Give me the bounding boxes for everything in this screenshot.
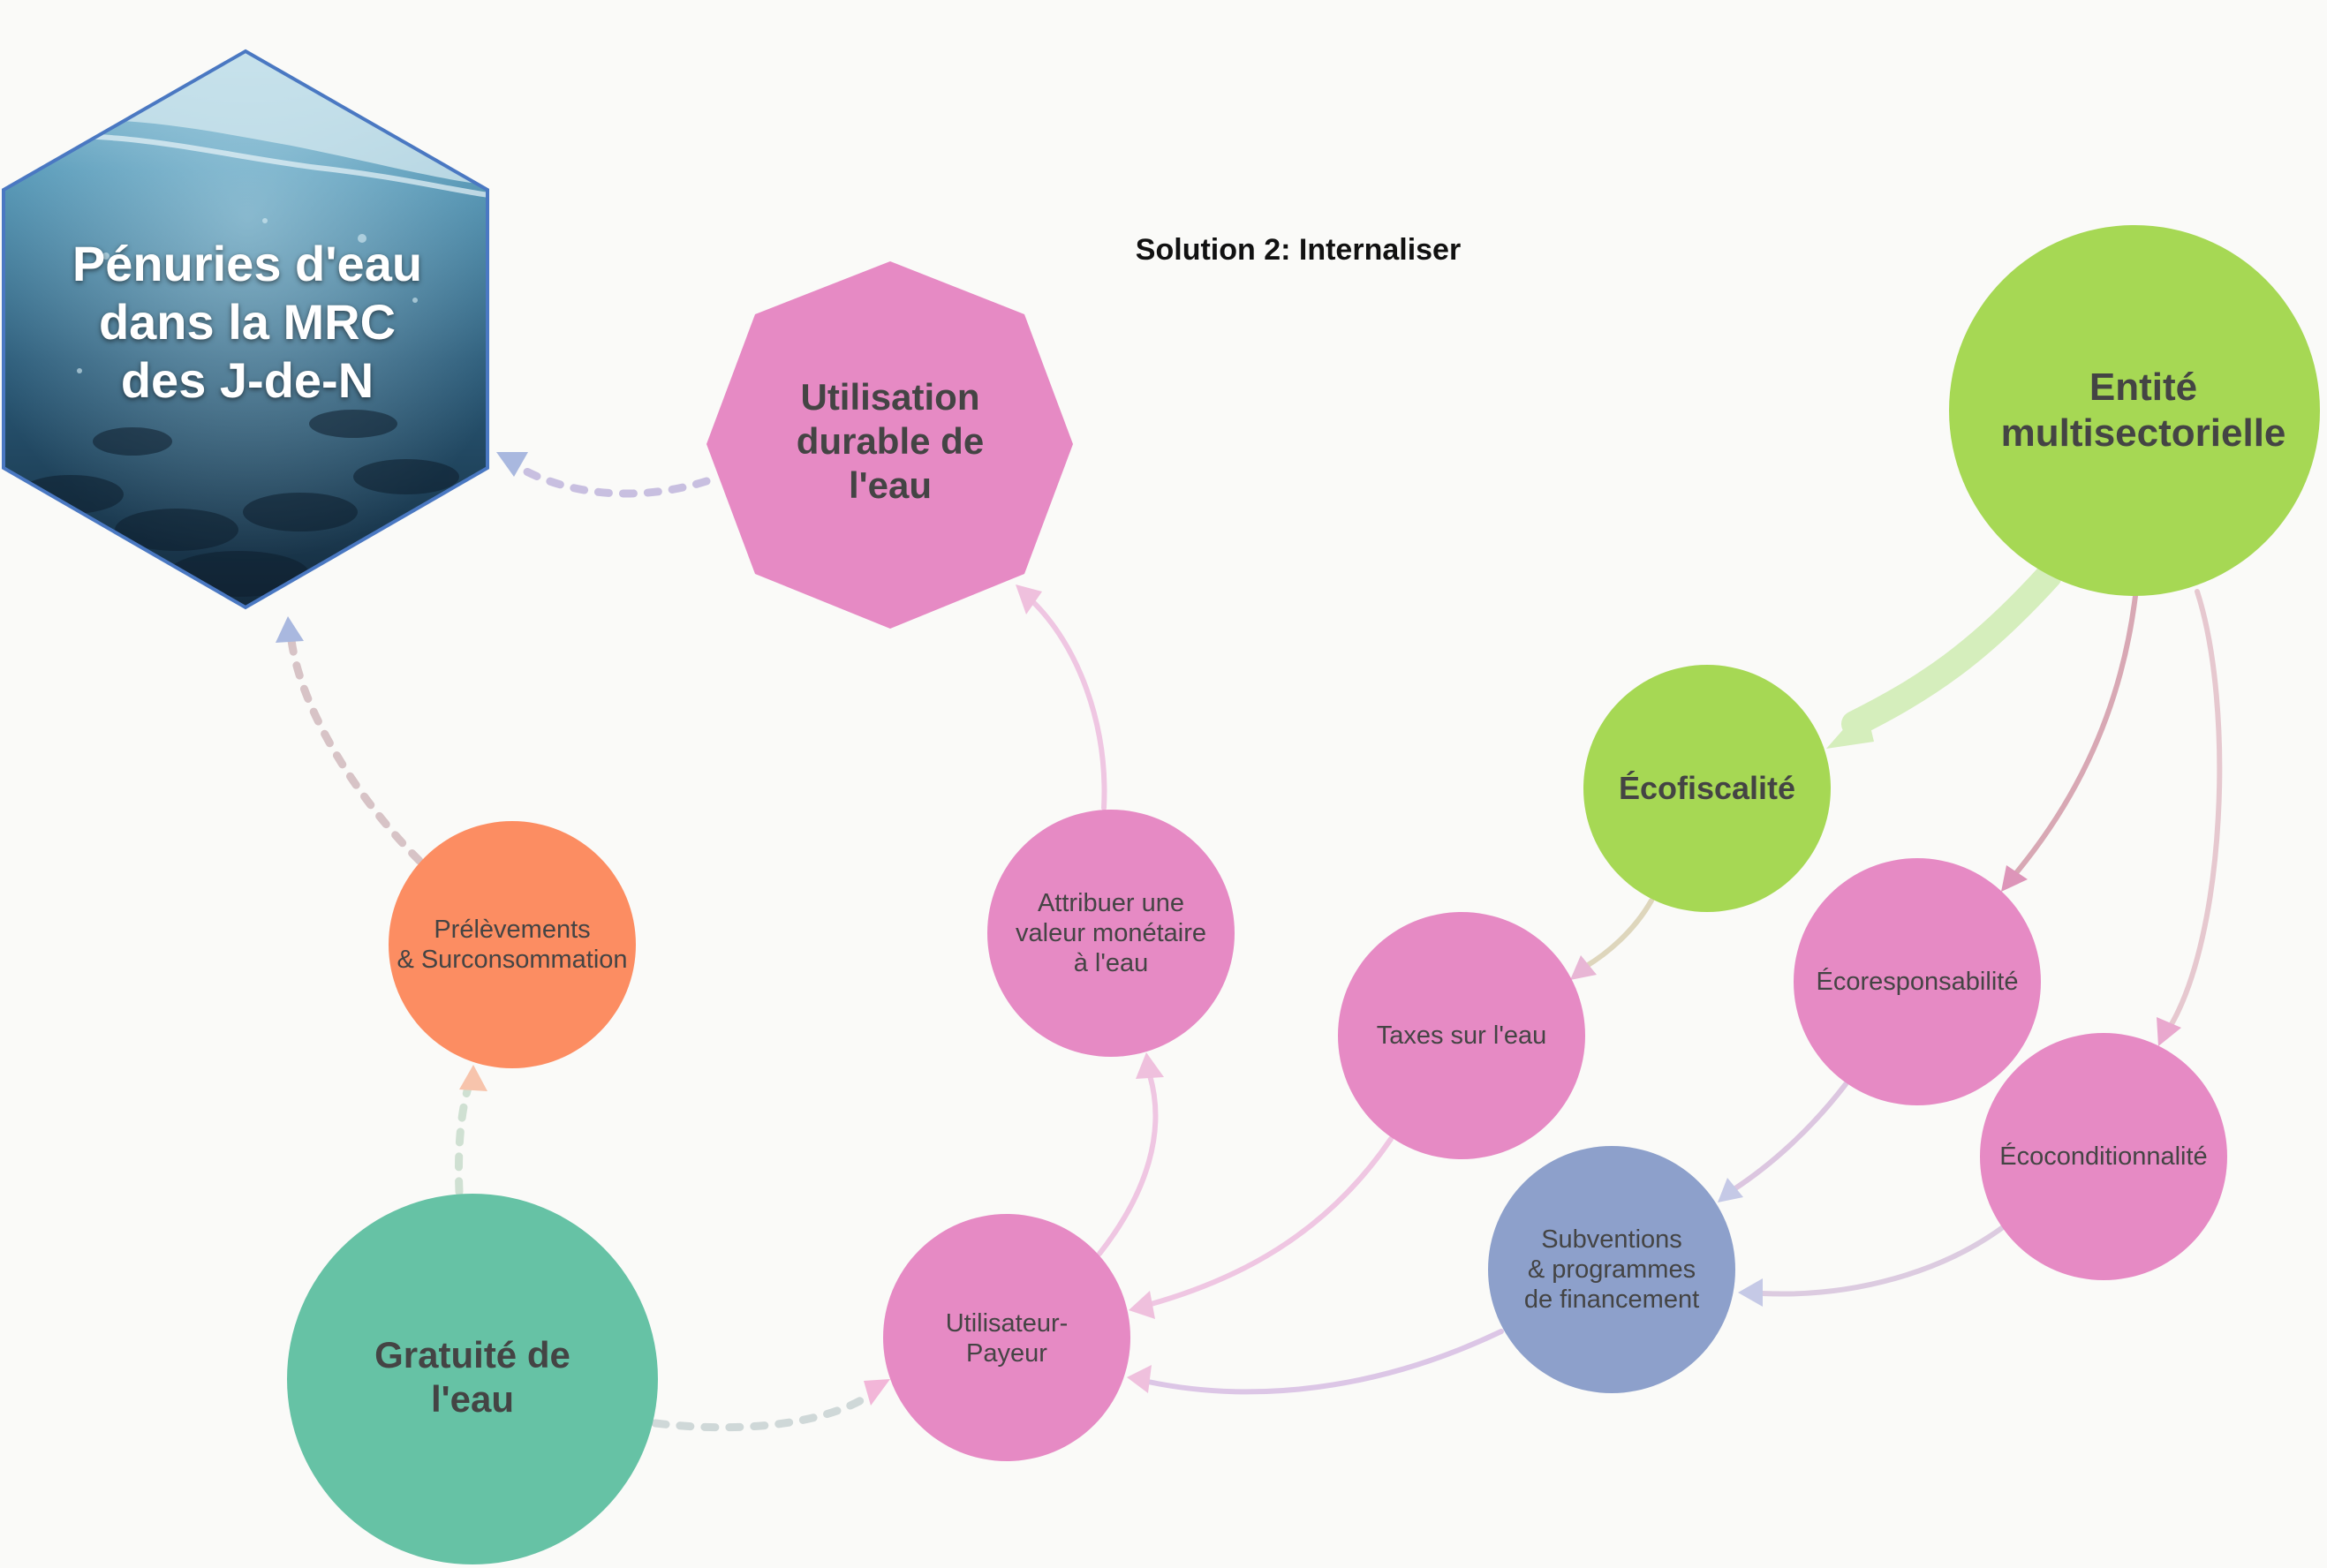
arrowhead-penuries-b bbox=[276, 616, 304, 643]
edge-layer bbox=[276, 452, 2223, 1432]
edge-entite-ecofiscalite bbox=[1841, 562, 2062, 737]
arrowhead-utilisation bbox=[1016, 584, 1042, 614]
node-ecoresponsabilite-label: Écoresponsabilité bbox=[1816, 968, 2019, 996]
edge-ecoconditionnalite-subventions bbox=[1759, 1225, 2006, 1297]
node-attribuer-shape bbox=[987, 810, 1235, 1057]
node-ecoconditionnalite-shape bbox=[1980, 1033, 2227, 1280]
arrowhead-utilisateur-a bbox=[1129, 1291, 1155, 1319]
node-penuries-label: Pénuries d'eau dans la MRC des J-de-N bbox=[72, 236, 423, 408]
arrowhead-utilisateur-b bbox=[1127, 1365, 1152, 1393]
node-ecoconditionnalite-label: Écoconditionnalité bbox=[1999, 1142, 2208, 1171]
node-entite-shape bbox=[1949, 225, 2320, 596]
node-utilisation-label: Utilisation durable de l'eau bbox=[796, 376, 985, 506]
node-prelevements-label: Prélèvements & Surconsommation bbox=[397, 916, 628, 974]
node-attribuer-label: Attribuer une valeur monétaire à l'eau bbox=[1016, 889, 1206, 977]
diagram-title: Solution 2: Internaliser bbox=[1135, 232, 1462, 267]
arrowhead-taxes bbox=[1570, 955, 1597, 980]
node-penuries-shape bbox=[2, 49, 489, 610]
edge-ecofiscalite-taxes bbox=[1583, 898, 1654, 969]
arrowhead-prelevements bbox=[459, 1065, 487, 1091]
arrowhead-ecoresponsabilite bbox=[2001, 865, 2028, 892]
edge-utilisation-penuries bbox=[512, 462, 711, 498]
arrowhead-attribuer bbox=[1136, 1052, 1164, 1079]
edge-ecoresponsabilite-subventions bbox=[1730, 1082, 1848, 1193]
edge-entite-ecoresponsabilite bbox=[2013, 593, 2138, 877]
edge-subventions-utilisateur bbox=[1145, 1329, 1504, 1395]
edge-utilisateur-attribuer bbox=[1097, 1073, 1159, 1256]
node-utilisation-shape bbox=[706, 261, 1073, 629]
node-taxes-label: Taxes sur l'eau bbox=[1376, 1021, 1547, 1050]
arrowhead-ecoconditionnalite bbox=[2157, 1017, 2181, 1046]
node-gratuite-shape bbox=[287, 1194, 658, 1564]
edge-gratuite-utilisateur bbox=[651, 1391, 874, 1432]
node-subventions-label: Subventions & programmes de financement bbox=[1523, 1225, 1700, 1314]
edge-taxes-utilisateur bbox=[1145, 1136, 1394, 1308]
node-utilisateur-shape bbox=[883, 1214, 1130, 1461]
arrowhead-subventions-b bbox=[1738, 1278, 1763, 1307]
node-gratuite-label: Gratuité de l'eau bbox=[374, 1334, 570, 1420]
arrowhead-subventions-a bbox=[1718, 1178, 1743, 1202]
node-ecoresponsabilite-shape bbox=[1794, 858, 2041, 1105]
arrowhead-penuries-a bbox=[496, 452, 528, 477]
arrowhead-utilisateur-c bbox=[864, 1379, 890, 1406]
edge-attribuer-utilisation bbox=[1029, 598, 1107, 810]
node-utilisateur-label: Utilisateur- Payeur bbox=[945, 1309, 1069, 1368]
node-entite-label: Entité multisectorielle bbox=[2000, 366, 2286, 455]
node-subventions-shape bbox=[1488, 1146, 1735, 1393]
node-ecofiscalite-shape bbox=[1583, 665, 1831, 912]
edge-entite-ecoconditionnalite bbox=[2166, 589, 2223, 1031]
edge-gratuite-prelevements bbox=[454, 1083, 472, 1196]
node-taxes-shape bbox=[1338, 912, 1585, 1159]
node-ecofiscalite-label: Écofiscalité bbox=[1618, 770, 1796, 806]
arrowhead-ecofiscalite bbox=[1826, 705, 1874, 749]
node-prelevements-shape bbox=[389, 821, 636, 1068]
edge-prelevements-penuries bbox=[287, 636, 424, 865]
